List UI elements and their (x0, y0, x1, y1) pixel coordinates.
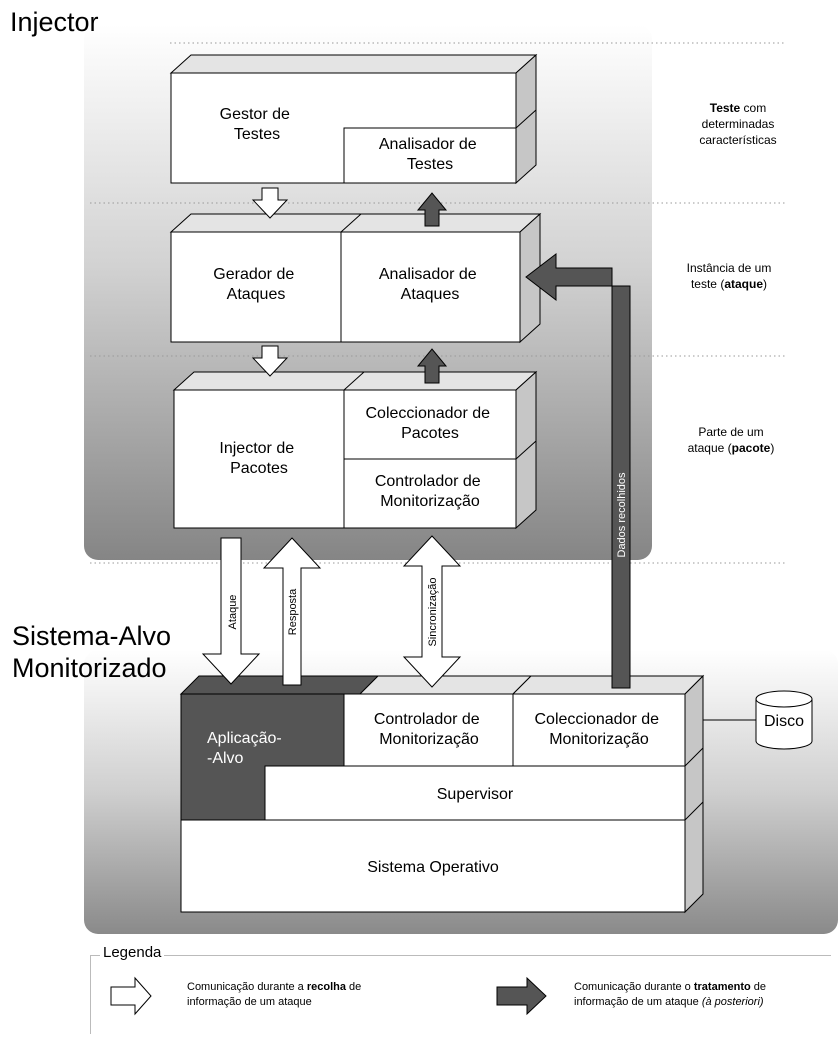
instancia-side-note: Instância de um teste (ataque) (686, 261, 772, 291)
sistema-operativo-label: Sistema Operativo (367, 859, 499, 876)
parte-side-note: Parte de um ataque (pacote) (687, 425, 775, 455)
coleccionador-pacotes-label: Coleccionador de Pacotes (366, 405, 495, 442)
resposta-arrow (262, 537, 322, 686)
legend-box (90, 955, 831, 1034)
legend-dark-arrow-icon (496, 976, 547, 1016)
teste-side-note: Teste com determinadas características (699, 101, 777, 147)
sincronizacao-arrow (402, 535, 462, 688)
gestor-testes-label: Gestor de Testes (220, 106, 295, 143)
sistema-alvo-title: Sistema-Alvo (12, 621, 172, 651)
dados-recolhidos-arrow (525, 252, 631, 689)
legend-white-arrow-text: Comunicação durante a recolha de informa… (187, 981, 362, 1008)
gestor-to-gerador-arrow (251, 187, 289, 219)
legend-white-arrow-icon (110, 976, 152, 1016)
controlador-monitorizacao-injector-label: Controlador de Monitorização (375, 473, 485, 510)
coleccionador-monitorizacao-label: Coleccionador de Monitorização (535, 711, 664, 748)
target-system-block (179, 674, 705, 914)
supervisor-label: Supervisor (437, 786, 514, 803)
analisador-ataques-label: Analisador de Ataques (379, 266, 481, 303)
disco-label: Disco (764, 713, 804, 730)
pacotes-block (172, 370, 538, 530)
gestor-testes-block (169, 53, 538, 185)
gerador-to-injector-arrow (251, 345, 289, 377)
legend-dark-arrow-text: Comunicação durante o tratamento de info… (574, 981, 766, 1008)
ataques-block (169, 212, 542, 344)
injector-title: Injector (10, 7, 99, 37)
legend-title: Legenda (100, 944, 165, 961)
ataques-to-testes-arrow (416, 192, 448, 227)
aplicacao-alvo-label: Aplicação- -Alvo (207, 730, 286, 767)
analisador-testes-label: Analisador de Testes (379, 136, 481, 173)
injector-pacotes-label: Injector de Pacotes (219, 440, 298, 477)
disk-icon (755, 690, 813, 750)
monitorizado-title: Monitorizado (12, 653, 167, 683)
gerador-ataques-label: Gerador de Ataques (213, 266, 298, 303)
pacotes-to-ataques-arrow (416, 348, 448, 384)
ataque-arrow-label: Ataque (227, 595, 239, 630)
dados-recolhidos-label: Dados recolhidos (616, 472, 628, 557)
controlador-monitorizacao-target-label: Controlador de Monitorização (374, 711, 484, 748)
resposta-arrow-label: Resposta (287, 588, 299, 635)
sincronizacao-arrow-label: Sincronização (427, 577, 439, 646)
ataque-arrow (201, 537, 261, 685)
